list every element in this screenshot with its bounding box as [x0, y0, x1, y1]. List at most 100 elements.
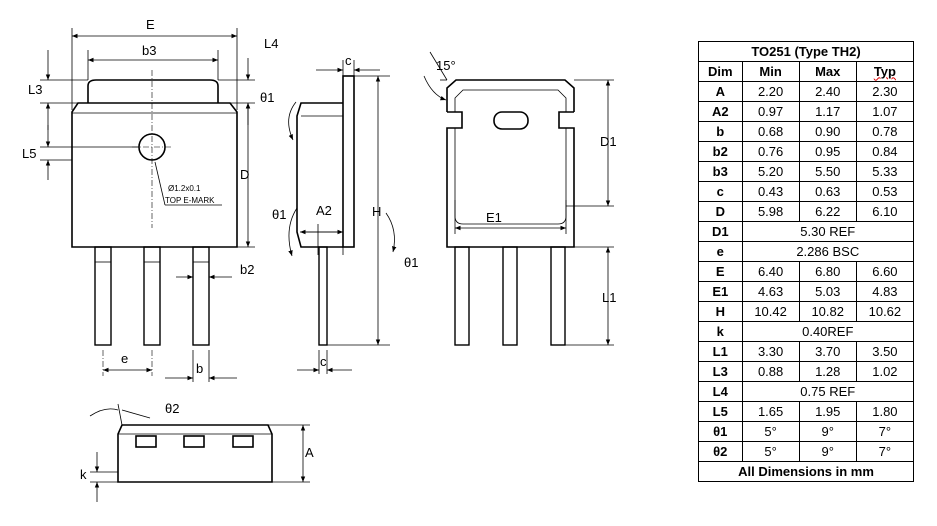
row-dim: A	[698, 81, 743, 102]
row-dim: E	[698, 261, 743, 282]
top-view-body	[71, 102, 238, 248]
table-header-row: Dim Min Max Typ	[698, 61, 915, 82]
table-title: TO251 (Type TH2)	[698, 41, 914, 62]
dim-label-e: e	[121, 351, 128, 366]
row-max: 3.70	[798, 341, 857, 362]
end-view: θ2 k A	[80, 401, 314, 502]
side-view-tab	[342, 75, 355, 248]
back-lead-1	[454, 246, 470, 346]
row-dim: L5	[698, 401, 743, 422]
row-typ: 1.02	[855, 361, 915, 382]
row-max: 9°	[798, 441, 857, 462]
row-max: 10.82	[798, 301, 857, 322]
row-max: 5.03	[798, 281, 857, 302]
dim-label-b3: b3	[142, 43, 156, 58]
back-lead-2	[502, 246, 518, 346]
top-view-tab	[87, 79, 219, 103]
row-max: 0.95	[798, 141, 857, 162]
header-typ-text: Typ	[873, 63, 896, 79]
row-min: 1.65	[741, 401, 800, 422]
row-max: 0.63	[798, 181, 857, 202]
row-min: 6.40	[741, 261, 800, 282]
row-dim: L3	[698, 361, 743, 382]
row-ref-value: 0.75 REF	[741, 381, 915, 402]
row-dim: b	[698, 121, 743, 142]
row-ref-value: 5.30 REF	[741, 221, 915, 242]
dim-label-L5: L5	[22, 146, 36, 161]
dim-label-c-top: c	[345, 53, 352, 68]
dim-label-theta1-lower: θ1	[272, 207, 286, 222]
end-view-lead-1	[135, 435, 157, 448]
row-min: 5.98	[741, 201, 800, 222]
mark-note-text: TOP E-MARK	[165, 196, 215, 205]
row-min: 0.88	[741, 361, 800, 382]
row-min: 5°	[741, 441, 800, 462]
dim-label-D1: D1	[600, 134, 617, 149]
side-view-lead	[318, 246, 328, 346]
row-max: 1.28	[798, 361, 857, 382]
row-max: 0.90	[798, 121, 857, 142]
row-typ: 0.53	[855, 181, 915, 202]
row-typ: 0.84	[855, 141, 915, 162]
end-view-lead-2	[183, 435, 205, 448]
mark-note-diameter: Ø1.2x0.1	[168, 184, 201, 193]
row-dim: e	[698, 241, 743, 262]
row-min: 5°	[741, 421, 800, 442]
dim-label-E1: E1	[486, 210, 502, 225]
row-max: 5.50	[798, 161, 857, 182]
end-view-lead-3	[232, 435, 254, 448]
row-typ: 4.83	[855, 281, 915, 302]
end-view-body	[117, 424, 273, 483]
header-typ: Typ	[855, 61, 915, 82]
row-typ: 1.80	[855, 401, 915, 422]
dim-label-A: A	[305, 445, 314, 460]
row-min: 5.20	[741, 161, 800, 182]
row-min: 2.20	[741, 81, 800, 102]
lead-2	[143, 246, 161, 346]
side-view-body	[296, 102, 343, 248]
row-dim: L4	[698, 381, 743, 402]
row-min: 10.42	[741, 301, 800, 322]
row-dim: b3	[698, 161, 743, 182]
row-typ: 6.60	[855, 261, 915, 282]
table-footer: All Dimensions in mm	[698, 461, 914, 482]
row-dim: θ2	[698, 441, 743, 462]
row-dim: b2	[698, 141, 743, 162]
top-view: E b3 L4 D L3 L5 Ø1.2x0.1 TOP E-MARK	[22, 17, 278, 382]
row-max: 2.40	[798, 81, 857, 102]
row-dim: A2	[698, 101, 743, 122]
row-min: 0.97	[741, 101, 800, 122]
lead-1	[94, 246, 112, 346]
row-max: 1.95	[798, 401, 857, 422]
row-dim: L1	[698, 341, 743, 362]
row-typ: 7°	[855, 421, 915, 442]
row-typ: 7°	[855, 441, 915, 462]
row-typ: 5.33	[855, 161, 915, 182]
row-typ: 0.78	[855, 121, 915, 142]
row-max: 6.80	[798, 261, 857, 282]
row-typ: 6.10	[855, 201, 915, 222]
back-view-tab	[446, 79, 575, 248]
row-dim: k	[698, 321, 743, 342]
row-min: 3.30	[741, 341, 800, 362]
side-view: c θ1 θ1 A2 H θ1 c	[260, 53, 418, 374]
dim-label-theta1-upper: θ1	[260, 90, 274, 105]
dim-label-H: H	[372, 204, 381, 219]
row-ref-value: 0.40REF	[741, 321, 915, 342]
dim-label-b: b	[196, 361, 203, 376]
